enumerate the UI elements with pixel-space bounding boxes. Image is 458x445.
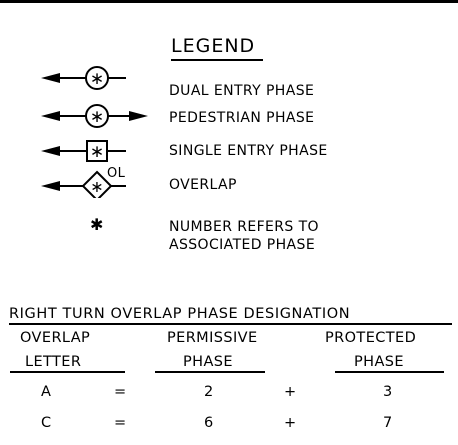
header-protected: PROTECTED [325, 330, 417, 346]
legend-item-overlap-label: OVERLAP [169, 177, 237, 193]
header-permissive-underline [155, 371, 265, 373]
overlap-symbol-icon: ∗ [41, 170, 126, 198]
table-row-a-permissive: 2 [204, 384, 214, 400]
table-row-c-equals: = [114, 415, 127, 431]
legend-title-underline [171, 59, 263, 61]
table-row-c-protected: 7 [383, 415, 393, 431]
note-line-2: ASSOCIATED PHASE [169, 237, 316, 253]
header-letter-underline [10, 371, 125, 373]
top-border [0, 0, 458, 3]
pedestrian-symbol-icon: ∗ [41, 104, 148, 128]
legend-title: LEGEND [171, 35, 256, 57]
svg-text:∗: ∗ [90, 107, 104, 127]
header-permissive: PERMISSIVE [167, 330, 258, 346]
table-row-c-plus: + [284, 415, 297, 431]
asterisk-icon: ✱ [90, 215, 104, 234]
svg-text:∗: ∗ [90, 142, 104, 162]
table-row-c-letter: C [41, 415, 52, 431]
header-protected-phase: PHASE [354, 354, 404, 370]
header-permissive-phase: PHASE [183, 354, 233, 370]
svg-text:∗: ∗ [90, 69, 104, 89]
table-title: RIGHT TURN OVERLAP PHASE DESIGNATION [9, 306, 351, 322]
dual-entry-symbol-icon: ∗ [41, 66, 126, 90]
legend-item-dual-entry-label: DUAL ENTRY PHASE [169, 83, 315, 99]
header-protected-underline [335, 371, 444, 373]
overlap-symbol-label: OL [107, 166, 126, 181]
header-letter: LETTER [25, 354, 82, 370]
header-overlap: OVERLAP [20, 330, 91, 346]
table-row-a-plus: + [284, 384, 297, 400]
single-entry-symbol-icon: ∗ [41, 140, 126, 162]
table-row-c-permissive: 6 [204, 415, 214, 431]
legend-item-single-entry-label: SINGLE ENTRY PHASE [169, 143, 328, 159]
legend-item-pedestrian-label: PEDESTRIAN PHASE [169, 110, 315, 126]
svg-text:∗: ∗ [90, 177, 103, 196]
table-row-a-protected: 3 [383, 384, 393, 400]
note-line-1: NUMBER REFERS TO [169, 219, 319, 235]
table-row-a-equals: = [114, 384, 127, 400]
table-row-a-letter: A [41, 384, 52, 400]
table-title-underline [9, 323, 452, 325]
